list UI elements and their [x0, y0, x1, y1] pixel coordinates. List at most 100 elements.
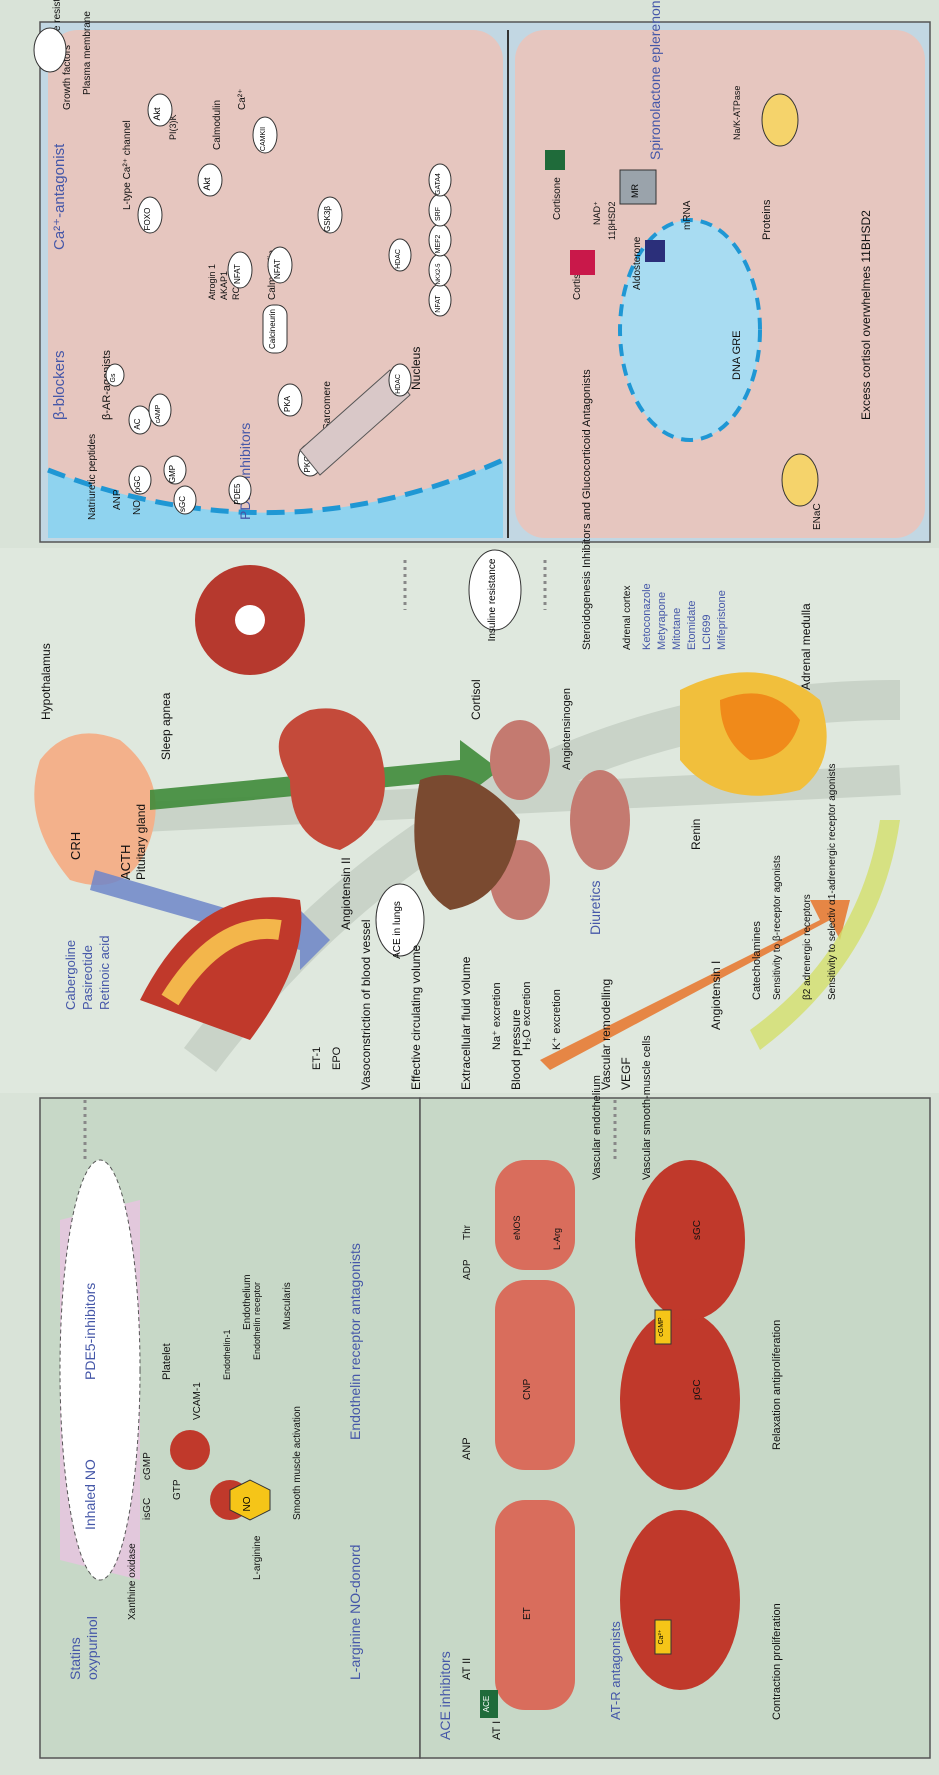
pituitary-label: Pituitary gland [134, 804, 148, 880]
cortisone-label: Cortisone [552, 177, 563, 220]
excess-cortisol-label: Excess cortisol overwhelmes 11BHSD2 [859, 210, 873, 420]
akap-label: AKAP1 [219, 271, 229, 300]
cortisol-label: Cortisol [469, 679, 483, 720]
smooth-muscle-cell-3 [635, 1160, 745, 1320]
node-calcineurin: Calcineurin [263, 305, 287, 353]
at-i-label: AT I [491, 1721, 503, 1740]
et-label: ET [522, 1607, 533, 1620]
ace-box: ACE [480, 1690, 498, 1718]
angiotensin-i-label: Angiotensin I [709, 961, 723, 1030]
svg-text:MEF2: MEF2 [435, 235, 442, 254]
svg-text:NO: NO [242, 1496, 253, 1511]
svg-text:NFAT: NFAT [233, 264, 242, 284]
natriuretic-label: Natriuretic peptides [87, 434, 98, 520]
thr-label: Thr [462, 1224, 473, 1240]
acth-label: ACTH [118, 845, 133, 880]
node-ac: AC [129, 406, 151, 434]
node-hdac-2: HDAC [389, 364, 411, 396]
smooth-muscle-cell-1 [620, 1510, 740, 1690]
xanthine-label: Xanthine oxidase [127, 1543, 138, 1620]
retinoic-label: Retinoic acid [97, 936, 112, 1010]
calcium-label: Ca²⁺ [237, 89, 248, 110]
no-label: NO [132, 500, 143, 515]
node-srf: SRF [429, 194, 451, 226]
svg-text:HDAC: HDAC [395, 374, 402, 394]
node-mr: MR [620, 170, 656, 204]
proteins-label: Proteins [761, 199, 773, 240]
platelet-label: Platelet [161, 1343, 173, 1380]
svg-text:Insuline resistance: Insuline resistance [487, 558, 498, 641]
node-nfat-2: NFAT [268, 247, 292, 283]
rbc-1 [170, 1430, 210, 1470]
nak-label: Na/K-ATPase [732, 86, 742, 140]
larginine-no-label: L-arginine NO-donord [347, 1545, 363, 1680]
svg-text:Akt: Akt [152, 107, 162, 121]
vasoconstriction-label: Vasoconstriction of blood vessel [359, 919, 373, 1090]
beta-blockers-label: β-blockers [51, 351, 68, 420]
endothelin1-label: Endothelin-1 [222, 1329, 232, 1380]
svg-text:NFAT: NFAT [435, 295, 442, 313]
svg-text:FOXO: FOXO [143, 208, 152, 231]
svg-text:PDE5: PDE5 [233, 483, 242, 504]
node-cortisone [545, 150, 565, 170]
calmodulin-2-label: Calmodulin [212, 100, 223, 150]
aldosterone-label: Aldosterone [632, 236, 643, 290]
hsd2-label: 11βHSD2 [607, 201, 617, 240]
muscularis-label: Muscularis [282, 1282, 293, 1330]
node-gsk3: GSK3β [318, 197, 342, 233]
endothelin-antagonists-label: Endothelin receptor antagonists [347, 1243, 363, 1440]
steroidogenesis-title: Steroidogenesis Inhibitors and Glucocort… [581, 369, 593, 650]
smooth-muscle-cell-2 [620, 1310, 740, 1490]
na-excretion-label: Na⁺ excretion [491, 982, 503, 1050]
svg-text:HDAC: HDAC [395, 249, 402, 269]
crh-label: CRH [68, 832, 83, 860]
vascular-endothelium-label: Vascular endothelium [591, 1075, 603, 1180]
extracellular-label: Extracellular fluid volume [459, 956, 473, 1090]
node-gmp: GMP [164, 456, 186, 484]
cgmp-box: cGMP [655, 1310, 671, 1344]
svg-text:NFAT: NFAT [273, 259, 282, 279]
node-camp: cAMP [149, 394, 171, 426]
gtp-label: GTP [172, 1479, 183, 1500]
node-gata4: GATA4 [429, 164, 451, 196]
statins-label: Statins [67, 1637, 83, 1680]
drug-1: Ketoconazole [641, 583, 653, 650]
node-insulin-resistance-top [34, 28, 66, 72]
endothelium-label: Endothelium [242, 1274, 253, 1330]
svg-text:MR: MR [630, 184, 640, 198]
cnp-label: CNP [522, 1379, 533, 1400]
at-ii-label: AT II [461, 1658, 473, 1680]
anp-label: ANP [461, 1437, 473, 1460]
svg-text:GATA4: GATA4 [435, 173, 442, 195]
ca-box: Ca²⁺ [655, 1620, 671, 1654]
vascular-panel: Statins oxypurinol Inhaled NO PDE5-inhib… [40, 1098, 420, 1758]
vcam-label: VCAM-1 [192, 1382, 203, 1420]
catecholamine-effect-1: Sensitivity to β-receptor agonists [772, 855, 783, 1000]
drug-2: Metyrapone [656, 592, 668, 650]
endothelin-receptor-label: Endothelin receptor [252, 1282, 262, 1360]
smooth-muscle-cells-label: Vascular smooth-muscle cells [641, 1035, 653, 1180]
drug-5: LCI699 [701, 615, 713, 650]
node-nfat-3: NFAT [429, 284, 451, 316]
node-nkx: NKX2-5 [429, 254, 451, 286]
svg-text:cGMP: cGMP [658, 1317, 665, 1337]
node-akt-2: Akt [198, 164, 222, 196]
renin-label: Renin [689, 819, 703, 850]
epo-label: EPO [331, 1046, 343, 1070]
contraction-label: Contraction proliferation [771, 1603, 783, 1720]
node-pka: PKA [278, 384, 302, 416]
endothelial-cell-1 [495, 1500, 575, 1710]
cgmp-label: cGMP [142, 1452, 153, 1480]
effective-volume-label: Effective circulating volume [409, 944, 423, 1090]
adrenal-medulla-label: Adrenal medulla [799, 603, 813, 690]
drug-3: Mitotane [671, 608, 683, 650]
svg-text:CAMKII: CAMKII [260, 127, 267, 151]
node-akt: Akt [148, 94, 172, 126]
ca-antagonist-title: Ca²⁺-antagonist [51, 143, 68, 250]
svg-text:ACE: ACE [482, 1696, 491, 1712]
node-camkii: CAMKII [253, 117, 277, 153]
isgc-label: isGC [142, 1498, 153, 1520]
catecholamine-effect-3: Sensitivity to selectiv α1-adrenergic re… [827, 764, 838, 1000]
